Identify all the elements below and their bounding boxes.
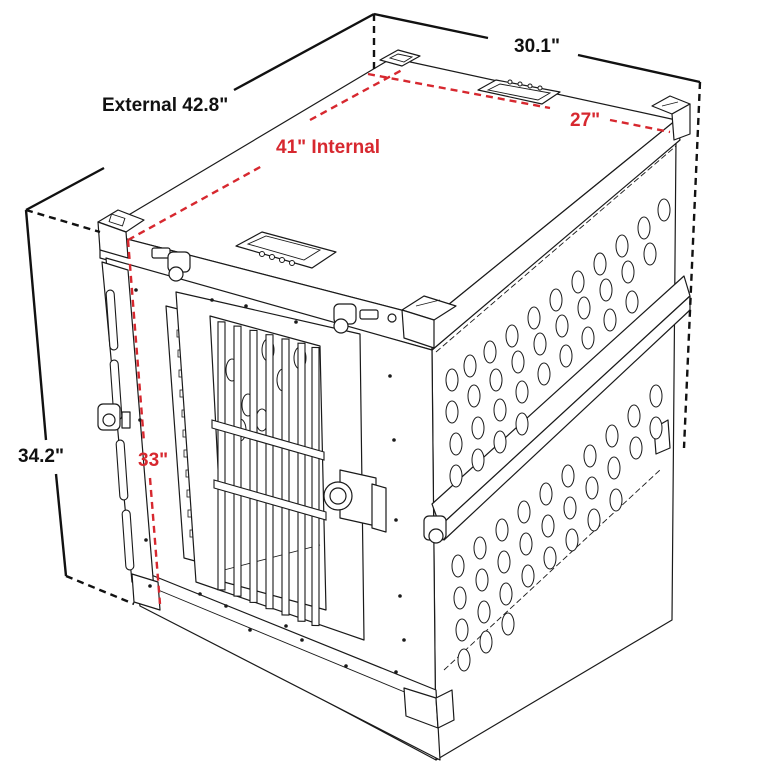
side-latch-left xyxy=(97,403,131,431)
side-latch-right xyxy=(423,515,447,544)
dimension-labels: External 42.8" 30.1" 34.2" 41" Internal … xyxy=(18,36,600,471)
label-internal-height: 33" xyxy=(138,450,168,471)
door-bars xyxy=(217,321,320,627)
side-vent-holes-upper xyxy=(445,198,671,488)
corner-caps xyxy=(97,49,691,729)
side-vent-holes-lower xyxy=(451,384,663,672)
top-latch-left xyxy=(151,247,191,282)
front-door xyxy=(175,291,387,641)
label-external-width: 30.1" xyxy=(514,36,560,57)
front-rivets xyxy=(134,288,406,674)
top-handle-front xyxy=(235,231,337,269)
internal-dimension-lines xyxy=(126,68,671,605)
crate-illustration xyxy=(97,49,691,761)
label-external-length: External 42.8" xyxy=(102,95,228,116)
side-rail xyxy=(423,275,691,544)
label-internal-length: 41" Internal xyxy=(276,137,380,158)
top-handle-rear xyxy=(477,79,561,105)
door-latch xyxy=(323,469,387,533)
external-dimension-lines xyxy=(24,12,702,606)
top-latch-right xyxy=(333,303,397,334)
label-internal-width: 27" xyxy=(570,110,600,131)
label-external-height: 34.2" xyxy=(18,446,64,467)
